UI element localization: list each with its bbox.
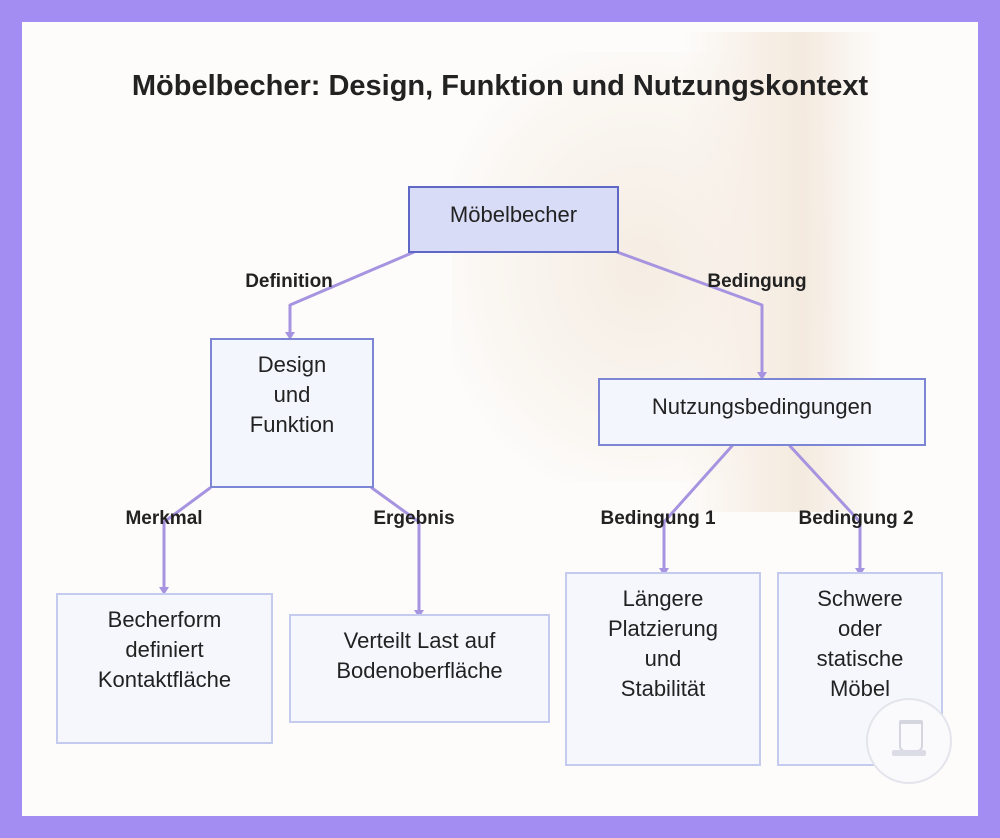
node-verteilt-last: Verteilt Last auf Bodenoberfläche xyxy=(289,614,550,723)
diagram-title: Möbelbecher: Design, Funktion und Nutzun… xyxy=(131,70,869,102)
node-nutzungsbedingungen: Nutzungsbedingungen xyxy=(598,378,926,446)
arrowhead xyxy=(757,372,767,380)
node-label: Verteilt Last auf Bodenoberfläche xyxy=(336,628,503,683)
edge-design-contact xyxy=(162,486,212,591)
node-label: Nutzungsbedingungen xyxy=(651,394,873,419)
node-design-funktion: Design und Funktion xyxy=(210,338,374,488)
edge-label-definition: Definition xyxy=(245,271,333,292)
edge-label-bedingung-1: Bedingung 1 xyxy=(600,508,716,529)
arrowhead xyxy=(285,332,295,340)
edge-usage-furniture xyxy=(788,444,862,572)
arrowhead xyxy=(159,587,169,595)
edge-root-design xyxy=(288,250,416,336)
cup-shape xyxy=(899,720,923,752)
connector-lines xyxy=(159,250,865,618)
edge-label-bedingung-2: Bedingung 2 xyxy=(798,508,914,529)
edge-label-ergebnis: Ergebnis xyxy=(373,508,455,529)
edge-design-load xyxy=(370,486,421,614)
node-label: Design und Funktion xyxy=(249,352,335,437)
furniture-cup-icon xyxy=(866,698,952,784)
node-label: Möbelbecher xyxy=(449,202,578,227)
edge-root-usage xyxy=(615,250,764,376)
diagram-canvas: Möbelbecher: Design, Funktion und Nutzun… xyxy=(22,22,978,816)
node-becherform: Becherform definiert Kontaktfläche xyxy=(56,593,273,744)
edge-label-merkmal: Merkmal xyxy=(125,508,203,529)
node-label: Schwere oder statische Möbel xyxy=(816,586,904,701)
node-laengere-platzierung: Längere Platzierung und Stabilität xyxy=(565,572,761,766)
edge-usage-placement xyxy=(662,444,734,572)
node-moebelbecher: Möbelbecher xyxy=(408,186,619,253)
node-label: Längere Platzierung und Stabilität xyxy=(607,586,719,701)
cup-base-shape xyxy=(892,750,926,756)
node-label: Becherform definiert Kontaktfläche xyxy=(97,607,232,692)
edge-label-bedingung: Bedingung xyxy=(707,271,807,292)
